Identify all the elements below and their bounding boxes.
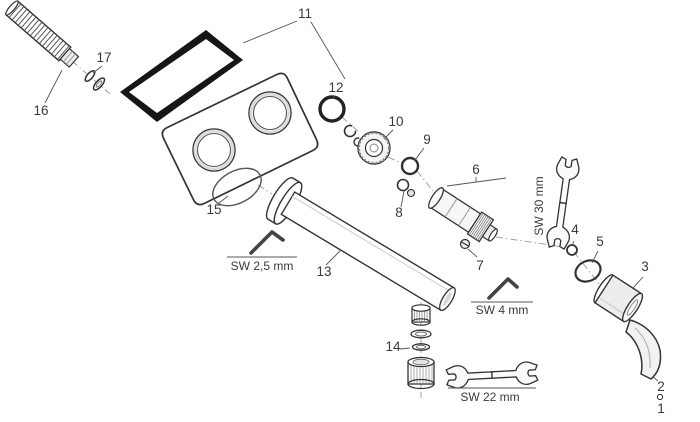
part-label-14: 14 (385, 339, 401, 354)
retainer-nut-part-10 (343, 124, 391, 165)
screw-part-1 (656, 393, 664, 401)
part-label-9: 9 (423, 132, 431, 147)
part-label-16: 16 (33, 103, 48, 118)
oval-gasket-part-15 (212, 167, 262, 207)
wrench-sw22-icon (445, 361, 539, 389)
part-label-10: 10 (388, 114, 403, 129)
part-label-15: 15 (206, 202, 221, 217)
part-label-7: 7 (476, 258, 484, 273)
part-label-17: 17 (96, 50, 111, 65)
part-label-3: 3 (641, 259, 649, 274)
wall-plate-part-11 (161, 72, 319, 206)
seal-gasket-part-11 (120, 30, 243, 122)
leader-lines (44, 20, 659, 382)
part-label-8: 8 (395, 205, 403, 220)
part-label-13: 13 (316, 264, 331, 279)
seal-set-part-8 (396, 178, 416, 198)
hose-part-16 (5, 0, 80, 68)
tool-size-label-sw25: SW 2,5 mm (231, 259, 294, 273)
assembly-bracket-part-6 (446, 177, 507, 187)
tool-size-label-sw22: SW 22 mm (460, 390, 519, 404)
o-ring-part-12 (318, 95, 346, 123)
screw-part-7 (459, 238, 471, 250)
spout-part-13 (265, 176, 456, 312)
allen-key-sw25-icon (227, 230, 297, 258)
part-label-1: 1 (657, 401, 665, 416)
part-label-6: 6 (472, 162, 480, 177)
wrench-sw30-icon (546, 155, 580, 251)
o-ring-part-5 (574, 259, 602, 283)
cartridge-part-6 (428, 187, 498, 243)
part-label-5: 5 (596, 234, 604, 249)
aerator-stack-part-14 (407, 304, 435, 390)
handle-part-2 (625, 319, 662, 380)
part-label-11: 11 (298, 6, 312, 21)
part-label-12: 12 (328, 80, 343, 95)
part-label-2: 2 (657, 379, 665, 394)
part-label-4: 4 (571, 222, 579, 237)
tool-size-label-sw4: SW 4 mm (476, 303, 529, 317)
tool-size-label-sw30: SW 30 mm (532, 176, 546, 235)
sleeve-part-3 (593, 274, 644, 323)
o-ring-part-9 (400, 156, 420, 176)
allen-key-sw4-icon (471, 277, 533, 303)
washer-part-4 (566, 244, 578, 256)
